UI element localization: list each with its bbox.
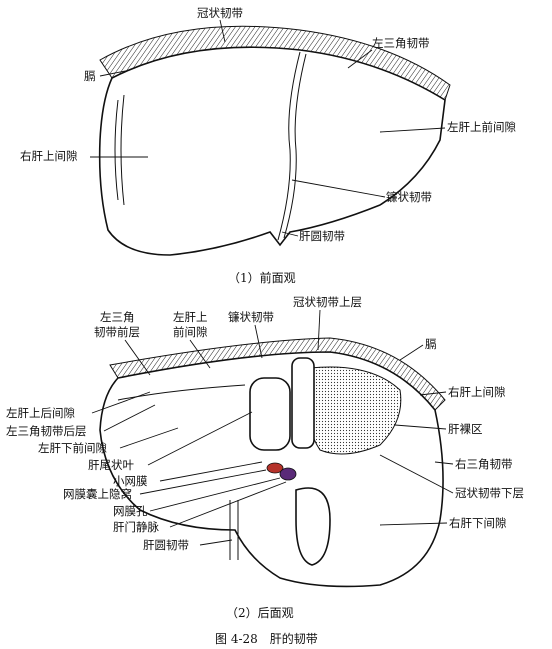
label-coronary-ligament: 冠状韧带	[197, 6, 243, 20]
label-left-inf-ant-space: 左肝下前间隙	[38, 441, 107, 455]
label-diaphragm-posterior: 膈	[425, 337, 437, 351]
caption-anterior: （1）前面观	[228, 270, 296, 285]
leader-coronary-lower	[379, 454, 454, 494]
leader-portal-vein	[169, 481, 287, 528]
leader-left-inf-ant-space	[119, 427, 179, 449]
leader-diaphragm	[99, 69, 131, 77]
label-falciform: 镰状韧带	[386, 190, 432, 204]
label-diaphragm: 膈	[84, 69, 96, 83]
leader-omental-foramen	[149, 477, 281, 512]
label-omental-recess: 网膜囊上隐窝	[63, 487, 132, 501]
leader-bare-area	[394, 424, 447, 430]
label-omental-foramen: 网膜孔	[113, 504, 148, 518]
inferior-vena-cava	[291, 357, 315, 449]
caption-posterior: （2）后面观	[226, 606, 294, 620]
label-lt-ant-layer-2: 韧带前层	[94, 325, 140, 339]
label-left-post-space: 左肝上后间隙	[6, 406, 75, 420]
label-portal-vein: 肝门静脉	[113, 520, 159, 534]
label-right-sup-space-posterior: 右肝上间隙	[448, 385, 506, 399]
label-right-triangular: 右三角韧带	[455, 457, 513, 471]
leader-omental-recess	[139, 469, 267, 495]
leader-left-ant-space	[189, 339, 211, 369]
portal-duct-purple	[279, 467, 297, 481]
label-left-ant-space-2: 前间隙	[173, 325, 208, 339]
label-caudate-lobe: 肝尾状叶	[88, 458, 134, 472]
left-lobe-edge	[117, 384, 246, 401]
leader-falciform-posterior	[254, 324, 263, 359]
label-lesser-omentum: 小网膜	[113, 474, 148, 488]
leader-diaphragm-posterior	[399, 344, 424, 361]
label-lt-ant-layer-1: 左三角	[100, 310, 135, 324]
label-left-triangular: 左三角韧带	[372, 36, 430, 50]
label-falciform-posterior: 镰状韧带	[228, 310, 274, 324]
leader-falciform	[291, 179, 386, 198]
falciform-ligament	[277, 51, 301, 241]
leader-right-inf-space	[379, 522, 448, 526]
leader-lt-ant-layer	[124, 339, 151, 376]
leader-left-post-space	[91, 391, 151, 414]
leader-right-sup-space-posterior	[419, 391, 447, 396]
label-left-ant-space-1: 左肝上	[173, 310, 208, 324]
leader-lt-post-layer	[103, 404, 156, 432]
falciform-ligament-edge	[283, 53, 307, 239]
leader-left-triangular	[347, 49, 373, 69]
leader-caudate	[147, 411, 253, 466]
leader-coronary-upper	[317, 309, 321, 351]
label-round-ligament-posterior: 肝圆韧带	[143, 538, 189, 552]
anterior-liver-outline	[98, 46, 446, 256]
leader-round-posterior	[199, 539, 233, 546]
label-right-inf-space: 右肝下间隙	[449, 516, 507, 530]
label-coronary-upper: 冠状韧带上层	[293, 295, 362, 309]
leader-coronary	[219, 19, 226, 43]
leader-round	[281, 231, 299, 237]
posterior-view: 左三角 韧带前层 左肝上 前间隙 镰状韧带 冠状韧带上层 膈 右肝上间隙 肝裸区…	[6, 295, 524, 620]
leader-right-triangular	[434, 461, 454, 465]
caudate-lobe	[249, 377, 291, 451]
leader-left-ant-space	[379, 127, 446, 133]
leader-lesser-omentum	[159, 461, 263, 482]
round-ligament-posterior	[229, 500, 239, 560]
label-coronary-lower: 冠状韧带下层	[455, 486, 524, 500]
label-left-ant-space: 左肝上前间隙	[447, 120, 516, 134]
anterior-view: 冠状韧带 膈 左三角韧带 左肝上前间隙 右肝上间隙 镰状韧带 肝圆韧带 （1）前…	[20, 6, 516, 285]
label-round-ligament: 肝圆韧带	[299, 229, 345, 243]
figure-caption: 图 4-28 肝的韧带	[215, 631, 318, 646]
label-right-sup-space: 右肝上间隙	[20, 149, 78, 163]
label-lt-post-layer: 左三角韧带后层	[6, 424, 87, 438]
right-lobe-shading	[114, 94, 125, 206]
gallbladder	[295, 487, 331, 566]
label-bare-area: 肝裸区	[448, 422, 483, 436]
portal-duct-red	[266, 462, 284, 474]
